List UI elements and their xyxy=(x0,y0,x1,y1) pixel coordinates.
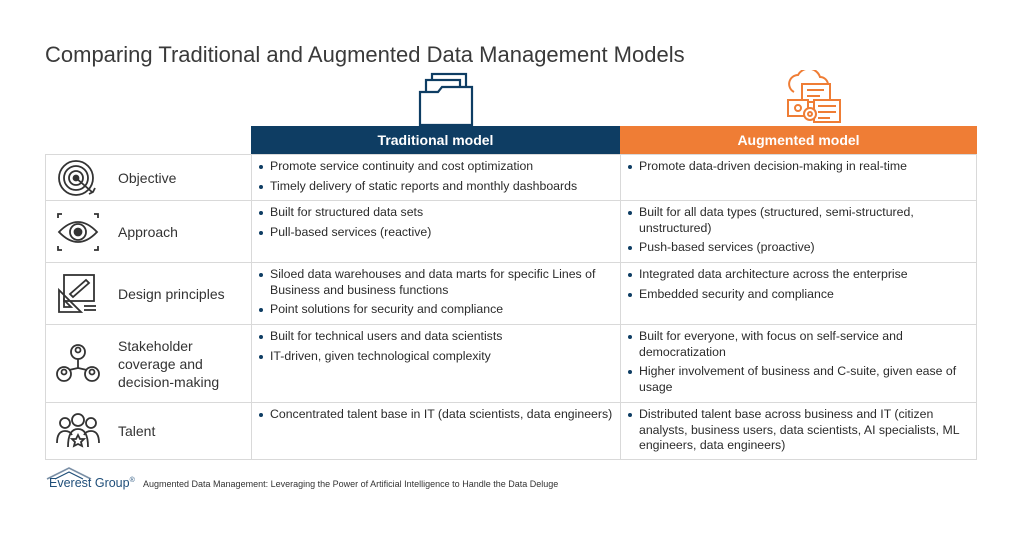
traditional-cell: Promote service continuity and cost opti… xyxy=(251,155,620,200)
row-label: Approach xyxy=(118,223,178,240)
table-row: Talent Concentrated talent base in IT (d… xyxy=(45,403,977,460)
row-header: Talent xyxy=(45,403,251,459)
eye-icon xyxy=(57,212,99,251)
list-item: Push-based services (proactive) xyxy=(627,240,970,256)
row-header: Approach xyxy=(45,201,251,262)
cloud-automation-icon xyxy=(780,67,846,133)
row-header: Objective xyxy=(45,155,251,200)
list-item: Built for structured data sets xyxy=(258,205,614,221)
row-label: Design principles xyxy=(118,285,225,302)
source-citation: Augmented Data Management: Leveraging th… xyxy=(143,479,559,489)
table-row: Approach Built for structured data sets … xyxy=(45,201,977,263)
list-item: Timely delivery of static reports and mo… xyxy=(258,179,614,195)
page-title: Comparing Traditional and Augmented Data… xyxy=(45,42,685,67)
row-label: Talent xyxy=(118,423,156,439)
table-row: Stakeholder coverage and decision-making… xyxy=(45,325,977,403)
traditional-model-header: Traditional model xyxy=(251,126,620,154)
table-row: Design principles Siloed data warehouses… xyxy=(45,263,977,325)
list-item: Siloed data warehouses and data marts fo… xyxy=(258,267,614,298)
stakeholders-icon xyxy=(56,343,100,382)
row-header: Design principles xyxy=(45,263,251,324)
traditional-cell: Concentrated talent base in IT (data sci… xyxy=(251,403,620,459)
row-label: Stakeholder coverage and decision-making xyxy=(118,337,220,390)
list-item: Distributed talent base across business … xyxy=(627,407,970,454)
list-item: Concentrated talent base in IT (data sci… xyxy=(258,407,614,423)
list-item: Promote data-driven decision-making in r… xyxy=(627,159,970,175)
target-icon xyxy=(58,159,96,196)
row-label: Objective xyxy=(118,169,177,186)
list-item: Higher involvement of business and C-sui… xyxy=(627,364,970,395)
footer: Everest Group® Augmented Data Management… xyxy=(45,466,558,492)
list-item: Built for all data types (structured, se… xyxy=(627,205,970,236)
table-row: Objective Promote service continuity and… xyxy=(45,155,977,201)
list-item: Pull-based services (reactive) xyxy=(258,225,614,241)
design-tools-icon xyxy=(58,273,96,313)
augmented-model-header: Augmented model xyxy=(620,126,977,154)
list-item: Built for everyone, with focus on self-s… xyxy=(627,329,970,360)
list-item: Built for technical users and data scien… xyxy=(258,329,614,345)
traditional-cell: Built for technical users and data scien… xyxy=(251,325,620,402)
list-item: Integrated data architecture across the … xyxy=(627,267,970,283)
augmented-cell: Built for everyone, with focus on self-s… xyxy=(620,325,977,402)
everest-group-logo: Everest Group® xyxy=(45,466,141,492)
comparison-table: Objective Promote service continuity and… xyxy=(45,154,977,460)
list-item: Point solutions for security and complia… xyxy=(258,302,614,318)
traditional-cell: Built for structured data sets Pull-base… xyxy=(251,201,620,262)
list-item: Embedded security and compliance xyxy=(627,287,970,303)
augmented-cell: Promote data-driven decision-making in r… xyxy=(620,155,977,200)
row-header: Stakeholder coverage and decision-making xyxy=(45,325,251,402)
augmented-cell: Distributed talent base across business … xyxy=(620,403,977,459)
list-item: IT-driven, given technological complexit… xyxy=(258,349,614,365)
augmented-cell: Integrated data architecture across the … xyxy=(620,263,977,324)
traditional-cell: Siloed data warehouses and data marts fo… xyxy=(251,263,620,324)
list-item: Promote service continuity and cost opti… xyxy=(258,159,614,175)
folder-documents-icon xyxy=(416,70,476,133)
augmented-cell: Built for all data types (structured, se… xyxy=(620,201,977,262)
talent-group-icon xyxy=(56,413,100,448)
